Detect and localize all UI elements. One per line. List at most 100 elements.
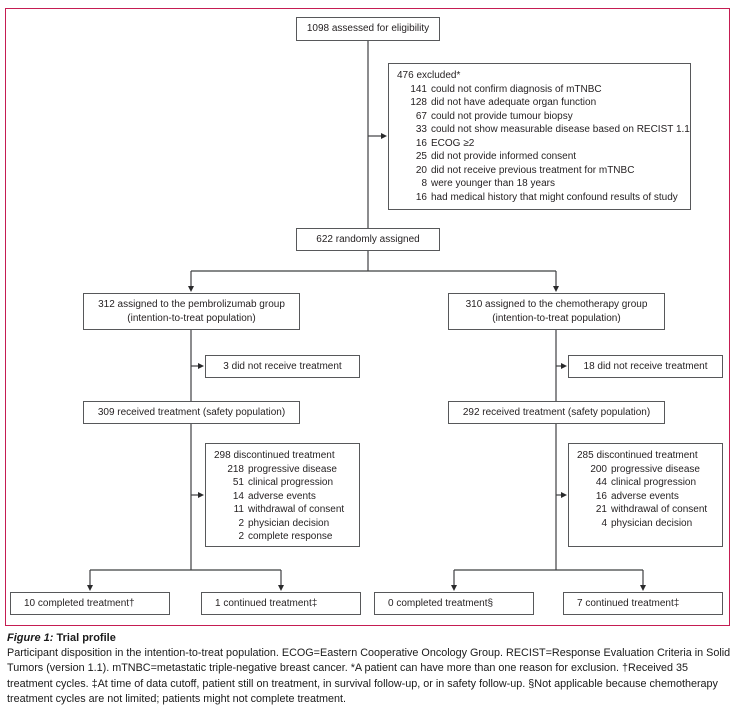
box-pembro-discontinued: 298 discontinued treatment 218 progressiv… [205,443,360,547]
reason-label: did not have adequate organ function [431,97,597,108]
reason-label: ECOG ≥2 [431,137,475,149]
reason-count: 16 [595,490,607,502]
box-pembrolizumab-group: 312 assigned to the pembrolizumab group … [83,293,300,330]
box-chemo-completed: 0 completed treatment§ [374,592,534,615]
reason-row: 4 physician decision [577,517,714,531]
reason-count: 200 [590,463,607,475]
reason-count: 11 [233,504,244,515]
chemo-assigned-line2: (intention-to-treat population) [492,312,621,324]
reason-count: 14 [232,490,244,502]
figure-label: Figure 1: [7,632,54,644]
reason-label: adverse events [248,490,316,502]
reason-count: 4 [601,517,607,529]
reason-label: could not confirm diagnosis of mTNBC [431,83,602,95]
pembro-completed-text: 10 completed treatment† [24,597,135,609]
pembro-continued-text: 1 continued treatment‡ [215,597,318,609]
reason-count: 2 [238,517,244,529]
reason-row: 14 adverse events [214,490,351,504]
reason-row: 20 did not receive previous treatment for… [397,164,682,178]
randomized-text: 622 randomly assigned [316,233,420,245]
reason-row: 51 clinical progression [214,476,351,490]
reason-label: progressive disease [611,463,700,475]
chemo-continued-text: 7 continued treatment‡ [577,597,680,609]
reason-count: 21 [595,504,607,515]
box-pembro-safety: 309 received treatment (safety populatio… [83,401,300,424]
box-chemo-not-treated: 18 did not receive treatment [568,355,723,378]
reason-label: physician decision [248,517,330,529]
chemo-not-treated-text: 18 did not receive treatment [583,360,708,372]
reason-label: withdrawal of consent [248,504,345,515]
chemo-discontinued-list: 200 progressive disease 44 clinical progres… [577,463,714,531]
figure-caption-body: Participant disposition in the intention… [7,647,731,705]
pembro-not-treated-text: 3 did not receive treatment [223,360,342,372]
pembro-discontinued-list: 218 progressive disease 51 clinical progres… [214,463,351,544]
reason-row: 67 could not provide tumour biopsy [397,110,682,124]
pembro-assigned-line1: 312 assigned to the pembrolizumab group [98,299,285,310]
reason-count: 33 [415,124,427,135]
reason-label: could not show measurable disease based … [431,124,690,135]
reason-row: 16 adverse events [577,490,714,504]
box-excluded: 476 excluded* 141 could not confirm diagn… [388,63,691,210]
box-chemo-continued: 7 continued treatment‡ [563,592,723,615]
reason-label: were younger than 18 years [431,178,555,189]
reason-count: 2 [238,531,244,542]
box-assessed-eligibility: 1098 assessed for eligibility [296,17,440,41]
reason-row: 25 did not provide informed consent [397,150,682,164]
chemo-safety-text: 292 received treatment (safety populatio… [462,406,651,418]
excluded-title: 476 excluded* [397,70,461,81]
reason-row: 8 were younger than 18 years [397,177,682,191]
reason-row: 141 could not confirm diagnosis of mTNBC [397,83,682,97]
reason-label: had medical history that might confound … [431,191,678,203]
reason-label: did not provide informed consent [431,151,577,162]
box-pembro-completed: 10 completed treatment† [10,592,170,615]
reason-count: 16 [415,191,427,203]
box-chemotherapy-group: 310 assigned to the chemotherapy group (… [448,293,665,330]
figure-title: Trial profile [56,632,116,644]
assessed-text: 1098 assessed for eligibility [306,23,430,35]
reason-label: clinical progression [248,477,334,488]
reason-row: 33 could not show measurable disease base… [397,123,690,137]
reason-row: 2 complete response [214,530,351,544]
reason-label: complete response [248,531,333,542]
reason-count: 20 [415,164,427,176]
reason-row: 200 progressive disease [577,463,714,477]
reason-row: 128 did not have adequate organ function [397,96,682,110]
chemo-completed-text: 0 completed treatment§ [388,597,494,609]
reason-label: withdrawal of consent [611,504,708,515]
reason-row: 44 clinical progression [577,476,714,490]
figure-caption: Figure 1: Trial profile Participant disp… [7,632,733,707]
reason-row: 16 had medical history that might confoun… [397,191,682,205]
reason-label: physician decision [611,517,693,529]
reason-row: 21 withdrawal of consent [577,503,714,517]
box-chemo-safety: 292 received treatment (safety populatio… [448,401,665,424]
box-chemo-discontinued: 285 discontinued treatment 200 progressiv… [568,443,723,547]
figure-caption-heading: Figure 1: Trial profile [7,632,733,644]
reason-row: 11 withdrawal of consent [214,503,351,517]
reason-row: 218 progressive disease [214,463,351,477]
reason-count: 218 [227,463,244,475]
reason-count: 25 [415,151,427,162]
box-pembro-not-treated: 3 did not receive treatment [205,355,360,378]
pembro-assigned-line2: (intention-to-treat population) [127,312,256,324]
chemo-assigned-line1: 310 assigned to the chemotherapy group [465,299,648,310]
reason-label: adverse events [611,490,679,502]
reason-row: 2 physician decision [214,517,351,531]
pembro-safety-text: 309 received treatment (safety populatio… [97,406,286,418]
reason-label: clinical progression [611,477,697,488]
reason-count: 44 [595,477,607,488]
pembro-discontinued-title: 298 discontinued treatment [214,450,335,461]
chemo-discontinued-title: 285 discontinued treatment [577,450,698,461]
reason-count: 128 [410,97,427,108]
reason-label: could not provide tumour biopsy [431,110,573,122]
reason-count: 67 [415,110,427,122]
reason-label: did not receive previous treatment for m… [431,164,635,176]
reason-count: 51 [232,477,244,488]
box-pembro-continued: 1 continued treatment‡ [201,592,361,615]
reason-count: 141 [410,83,427,95]
box-randomly-assigned: 622 randomly assigned [296,228,440,251]
reason-count: 8 [421,178,427,189]
reason-label: progressive disease [248,463,337,475]
